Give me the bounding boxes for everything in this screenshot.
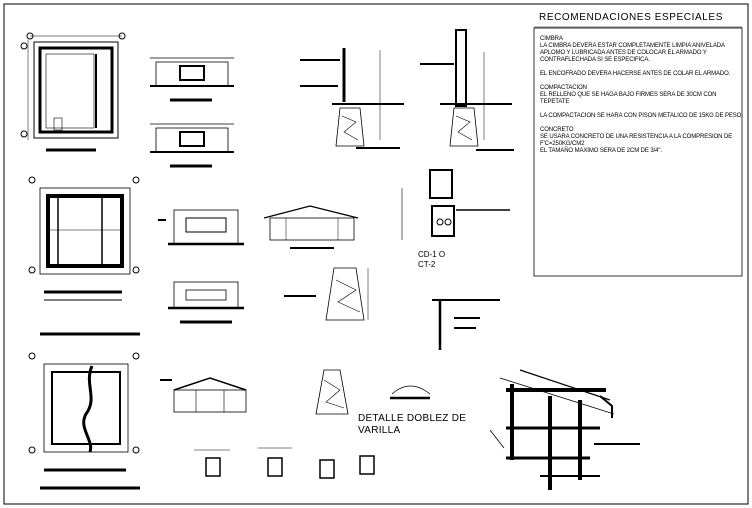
beam-section-right	[432, 299, 500, 350]
notes-box	[533, 27, 743, 277]
label-detalle-doblez: DETALLE DOBLEZ DE	[358, 413, 467, 424]
concreto-heading: CONCRETO	[540, 127, 574, 133]
concreto-note-1: SE USARA CONCRETO DE UNA RESISTENCIA A L…	[540, 134, 733, 147]
wall-section-2	[420, 29, 514, 151]
label-ct-2: CT-2	[418, 260, 436, 269]
cimbra-note-1: LA CIMBRA DEVERA ESTAR COMPLETAMENTE LIM…	[540, 43, 725, 63]
elevation-middle-1	[158, 209, 244, 246]
bar-detail-3	[319, 455, 375, 479]
roof-elevation	[263, 205, 359, 249]
elevation-side	[150, 123, 234, 168]
wall-section-1	[300, 48, 404, 149]
foundation-plan-2	[28, 176, 140, 336]
cimbra-note-2: EL ENCOFRADO DEVERA HACERSE ANTES DE COL…	[540, 71, 731, 77]
foundation-plan-3	[28, 352, 140, 490]
compactacion-heading: COMPACTACION	[540, 85, 587, 91]
bar-detail-1	[194, 449, 230, 477]
elevation-bottom	[160, 377, 247, 413]
foundation-plan-1	[20, 32, 126, 152]
label-varilla: VARILLA	[358, 425, 401, 436]
bar-detail-2	[258, 447, 292, 477]
label-cd-1: CD-1 O	[418, 250, 446, 259]
elevation-middle-2	[168, 281, 244, 324]
footing-detail-middle	[284, 267, 369, 321]
structural-detail-large	[489, 369, 640, 490]
recommendations-title: RECOMENDACIONES ESPECIALES	[539, 12, 723, 23]
sheet-border	[3, 3, 749, 505]
compactacion-note-2: LA COMPACTACION SE HARA CON PISON METALI…	[540, 113, 743, 119]
elevation-front	[150, 57, 234, 102]
compactacion-note-1: EL RELLENO QUE SE HAGA BAJO FIRMES SERA …	[540, 92, 717, 105]
column-detail	[401, 169, 510, 240]
cimbra-heading: CIMBRA	[540, 36, 563, 42]
concreto-note-2: EL TAMAÑO MAXIMO SERA DE 2CM DE 3/4".	[540, 148, 663, 154]
footing-detail-bottom	[315, 369, 431, 415]
recommendations-notes: CIMBRA LA CIMBRA DEVERA ESTAR COMPLETAME…	[540, 36, 745, 162]
